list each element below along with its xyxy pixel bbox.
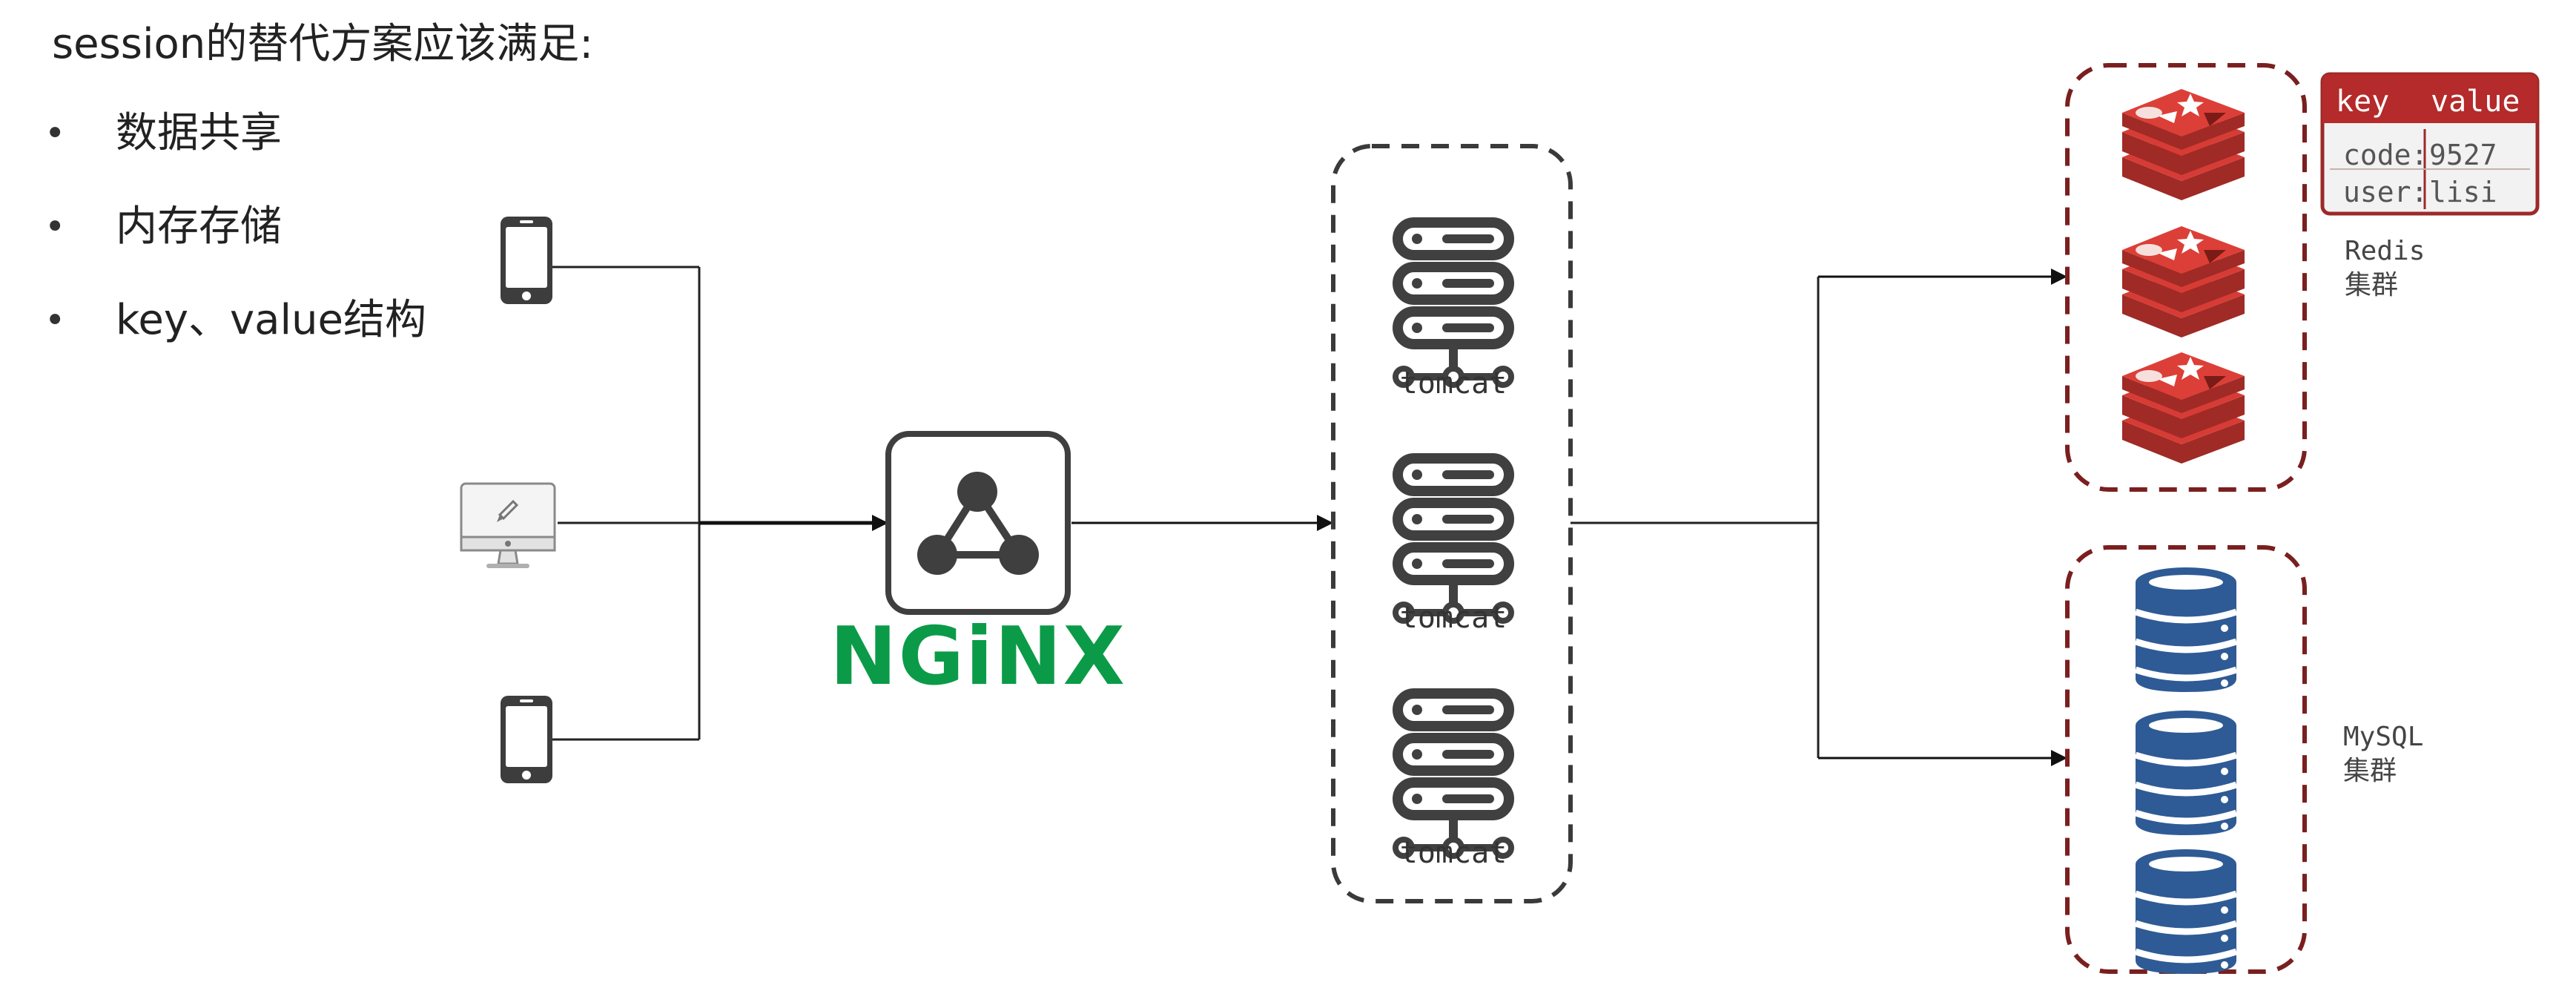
- requirement-key-value: key、value结构: [116, 296, 426, 344]
- table-cell-key: user:: [2343, 176, 2428, 208]
- page-heading: session的替代方案应该满足:: [52, 20, 594, 68]
- list-item: • 内存存储: [44, 196, 426, 289]
- key-value-table: key value code: 9527 user: lisi: [2320, 72, 2540, 216]
- tomcat-server-icon: [1396, 223, 1511, 385]
- mysql-cluster-label-sub: 集群: [2343, 756, 2397, 786]
- table-cell-key: code:: [2343, 139, 2428, 171]
- redis-icon: [2122, 352, 2245, 464]
- list-item: • 数据共享: [44, 102, 426, 196]
- redis-cluster-boundary: [2065, 63, 2307, 492]
- bullet-marker: •: [44, 113, 66, 154]
- list-item: • key、value结构: [44, 289, 426, 383]
- redis-cluster-label-sub: 集群: [2345, 270, 2398, 300]
- tomcat-server-icon: [1396, 458, 1511, 621]
- table-cell-value: lisi: [2429, 176, 2497, 208]
- tomcat-label: tomcat: [1400, 366, 1507, 401]
- requirement-data-sharing: 数据共享: [116, 109, 282, 157]
- mysql-cluster-label: MySQL: [2343, 722, 2423, 752]
- nginx-wordmark: NGiNX: [830, 610, 1126, 703]
- tomcat-to-storage-connectors: [1571, 277, 1820, 758]
- mysql-cluster-boundary: [2065, 545, 2307, 974]
- client-connectors: [552, 266, 701, 741]
- desktop-computer-icon: [460, 482, 556, 568]
- mobile-phone-icon: [501, 217, 552, 304]
- database-icon: [2136, 849, 2236, 974]
- bullet-marker: •: [44, 206, 66, 248]
- nginx-logo: [885, 431, 1071, 615]
- redis-icon: [2122, 226, 2245, 337]
- table-header-key: key: [2336, 85, 2389, 119]
- tomcat-label: tomcat: [1400, 836, 1507, 870]
- table-cell-value: 9527: [2429, 139, 2497, 171]
- tomcat-cluster-boundary: [1331, 144, 1573, 903]
- mobile-phone-icon: [501, 696, 552, 783]
- tomcat-server-icon: [1396, 694, 1511, 856]
- database-icon: [2136, 711, 2236, 835]
- bullet-marker: •: [44, 300, 66, 341]
- redis-icon: [2122, 89, 2245, 200]
- requirement-memory-storage: 内存存储: [116, 202, 282, 251]
- database-icon: [2136, 567, 2236, 692]
- table-header-value: value: [2431, 85, 2520, 119]
- tomcat-label: tomcat: [1400, 601, 1507, 635]
- requirements-list: • 数据共享 • 内存存储 • key、value结构: [44, 102, 426, 383]
- redis-cluster-label: Redis: [2345, 236, 2425, 266]
